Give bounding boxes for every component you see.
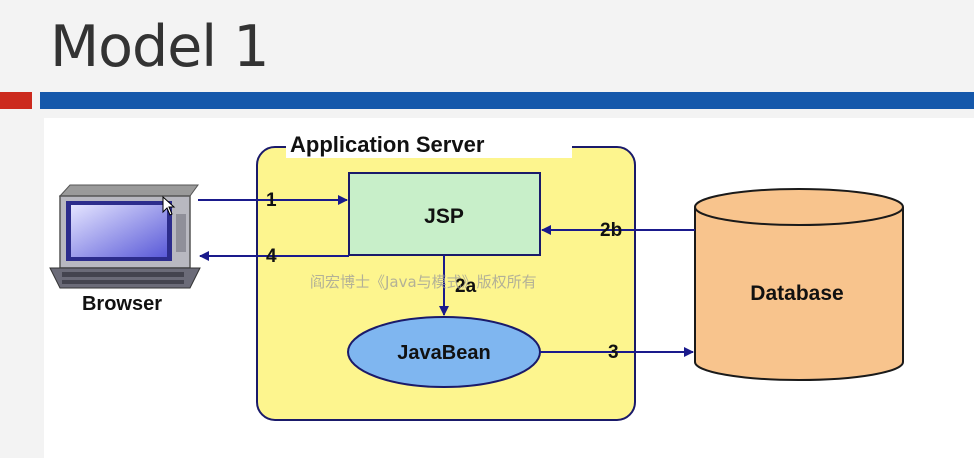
- arrow-label-4: 4: [266, 246, 277, 267]
- arrow-label-1: 1: [266, 190, 277, 211]
- app-server-label-bg: [286, 130, 572, 158]
- database-label: Database: [750, 282, 843, 305]
- slide-title: Model 1: [50, 14, 270, 80]
- arrow-label-2b: 2b: [600, 220, 622, 241]
- jsp-box: [348, 172, 541, 256]
- browser-label: Browser: [82, 293, 162, 315]
- watermark-text: 阎宏博士《Java与模式》版权所有: [310, 273, 537, 291]
- javabean-label: JavaBean: [397, 342, 490, 364]
- accent-bar-blue: [40, 92, 974, 109]
- arrow-label-3: 3: [608, 342, 619, 363]
- computer-icon: [49, 184, 201, 289]
- database-cylinder-top: [694, 188, 904, 226]
- database-cylinder: [694, 207, 904, 381]
- app-server-label: Application Server: [290, 132, 485, 157]
- accent-bar-red: [0, 92, 32, 109]
- mouse-cursor-icon: [162, 195, 176, 216]
- jsp-label: JSP: [424, 205, 464, 228]
- arrow-label-2a: 2a: [455, 276, 477, 297]
